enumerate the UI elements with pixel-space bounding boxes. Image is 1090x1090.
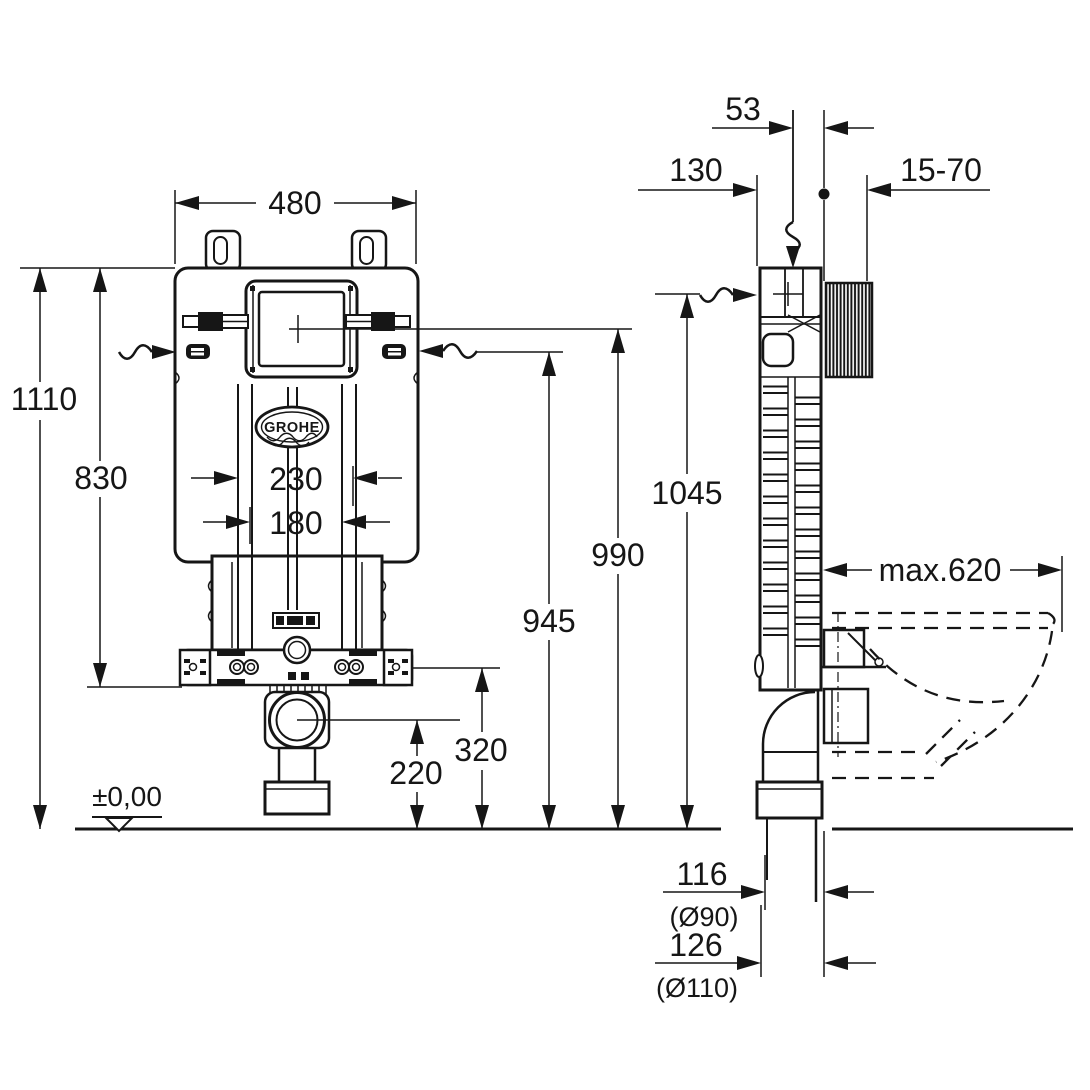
supply-stub-right (345, 312, 411, 331)
dim-spacing-230: 230 (191, 461, 402, 506)
dim-label-220: 220 (389, 755, 442, 791)
dim-height-830: 830 (74, 268, 128, 687)
dim-wall-range-15-70: 15-70 (866, 152, 990, 281)
dim-drain-126: 126 (Ø110) (655, 905, 876, 1003)
mounting-tab-right (350, 229, 388, 273)
wall-section (824, 281, 874, 379)
dim-height-1110: 1110 (11, 268, 77, 829)
drain-coupling-side (755, 780, 824, 820)
datum-marker: ±0,00 (92, 781, 162, 833)
cistern-ribs-right (795, 384, 820, 648)
supply-line (785, 110, 801, 268)
fixing-clip-left (186, 344, 210, 359)
dim-label-945: 945 (522, 603, 575, 639)
dim-spacing-180: 180 (203, 505, 390, 544)
floor-bracket (178, 635, 414, 687)
inspection-plug (761, 332, 795, 368)
wavy-break-arrow-left (117, 344, 176, 360)
dim-label-15-70: 15-70 (900, 152, 982, 188)
dim-level-945: 945 (522, 352, 576, 829)
front-view: GROHE (87, 229, 632, 816)
dim-label-180: 180 (269, 505, 322, 541)
dim-label-1045: 1045 (651, 475, 722, 511)
drain-elbow-front (263, 686, 460, 816)
dim-label-830: 830 (74, 460, 127, 496)
dim-label-130: 130 (669, 152, 722, 188)
bowl-connectors (822, 612, 886, 757)
dim-label-dia110: (Ø110) (656, 973, 738, 1003)
dim-level-1045: 1045 (651, 287, 757, 829)
dim-label-320: 320 (454, 732, 507, 768)
supply-stub-left (182, 312, 249, 331)
dim-level-990: 990 (591, 329, 645, 829)
dim-label-230: 230 (269, 461, 322, 497)
cistern-ribs-left (763, 384, 788, 648)
dim-depth-130: 130 (638, 152, 758, 266)
drain-coupling-front (263, 780, 331, 816)
mounting-tab-left (204, 229, 242, 273)
dim-label-max-620: max.620 (879, 552, 1002, 588)
dim-max-620: max.620 (823, 552, 1063, 632)
wavy-break-arrow-side (698, 287, 757, 303)
type-label (272, 612, 320, 629)
grohe-logo: GROHE (254, 387, 330, 610)
dim-width-480: 480 (174, 185, 417, 264)
level-mark (773, 282, 803, 306)
reference-line-dot (818, 110, 830, 281)
fixing-clip-right (382, 344, 406, 359)
side-view (754, 266, 1056, 902)
dim-label-990: 990 (591, 537, 644, 573)
reference-dot (818, 188, 830, 200)
dim-offset-53: 53 (712, 91, 874, 135)
grohe-logo-text: GROHE (264, 420, 320, 436)
dim-label-dia90: (Ø90) (669, 902, 738, 932)
dim-drain-116: 116 (Ø90) (663, 831, 874, 977)
wavy-break-arrow-right (419, 343, 563, 359)
dim-label-126: 126 (669, 927, 722, 963)
dim-height-220: 220 (389, 720, 443, 829)
toilet-bowl-outline (832, 611, 1056, 780)
datum-label: ±0,00 (92, 781, 162, 812)
drain-elbow-side (755, 690, 824, 902)
dim-label-1110: 1110 (11, 381, 77, 417)
supply-arrow-down (786, 246, 800, 268)
dim-label-53: 53 (725, 91, 761, 127)
dim-label-116: 116 (676, 856, 727, 892)
dim-height-320: 320 (454, 668, 508, 829)
dim-label-480: 480 (268, 185, 321, 221)
